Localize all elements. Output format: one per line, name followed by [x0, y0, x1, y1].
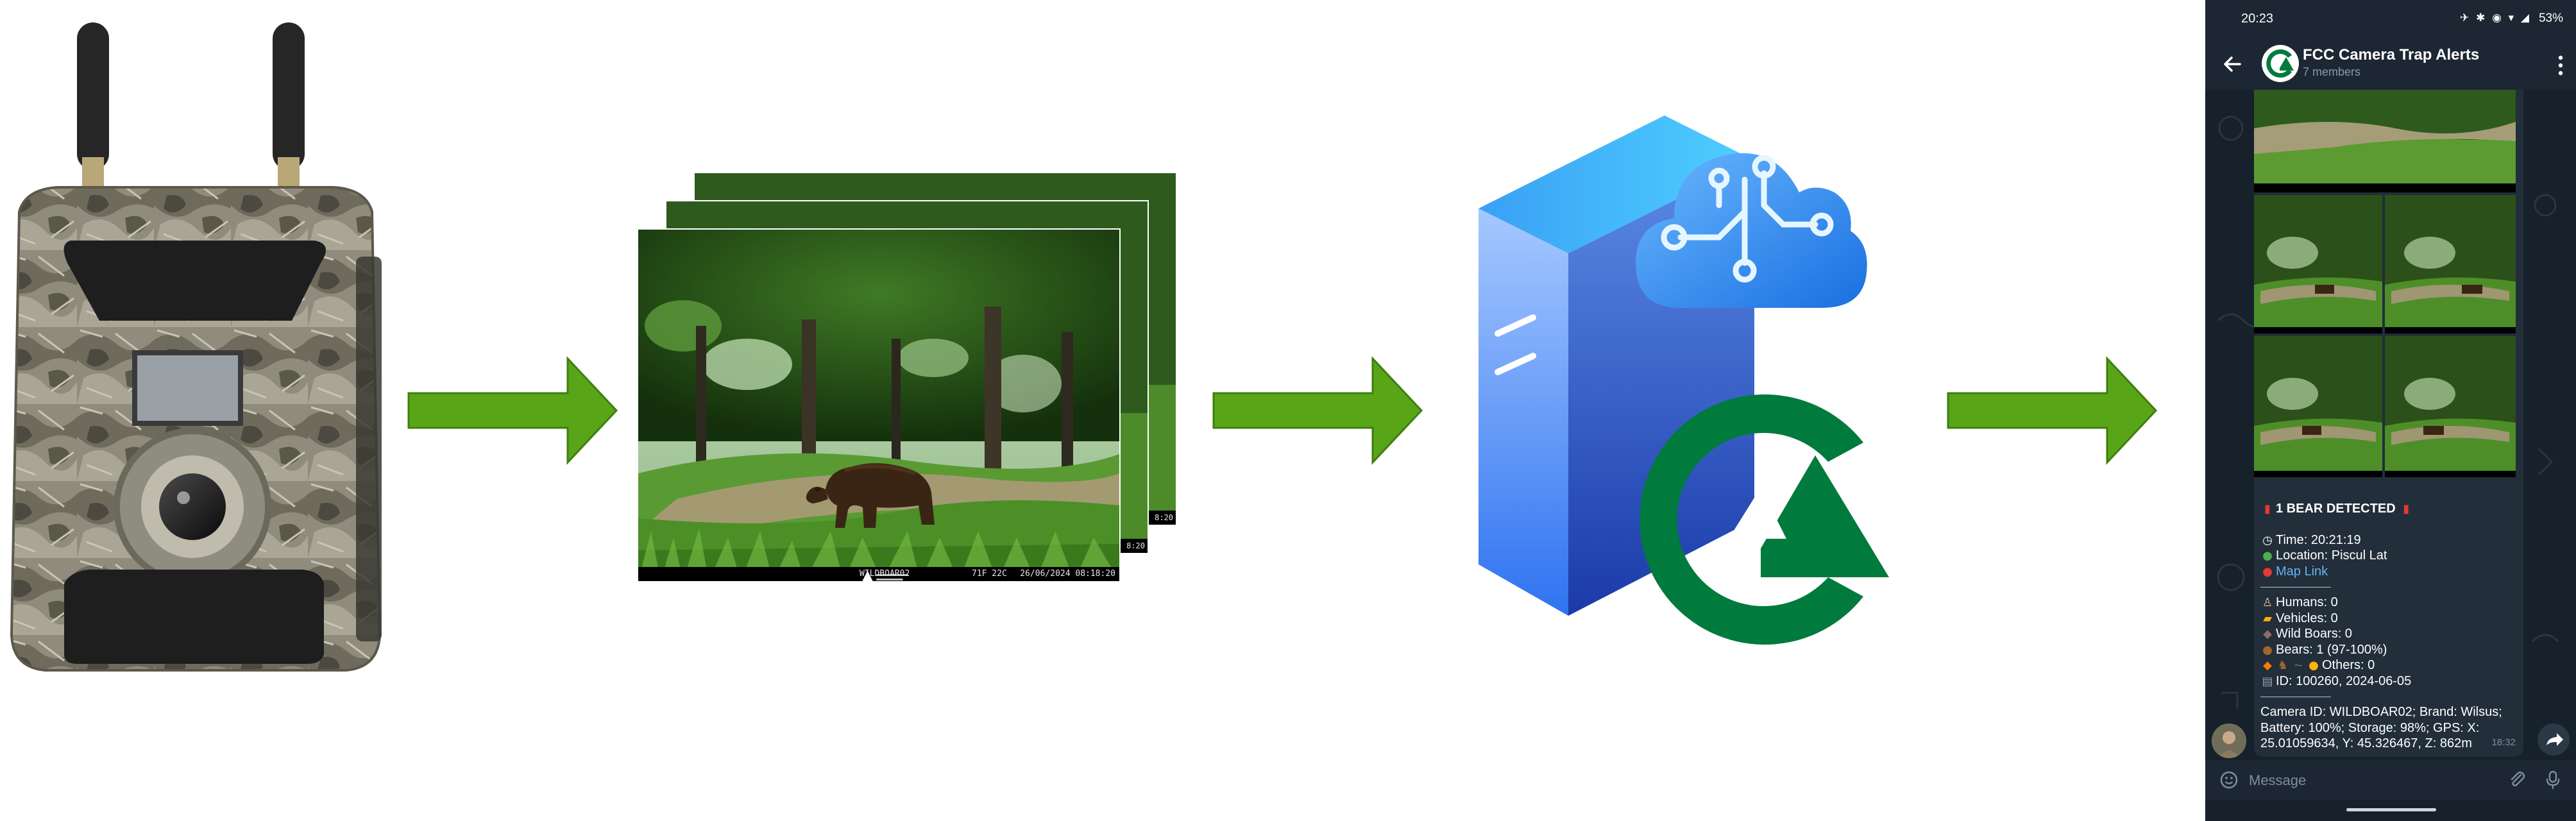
others-count: ◆♞~●Others: 0 [2260, 657, 2517, 673]
more-vertical-icon[interactable] [2553, 53, 2568, 78]
photo-temperature: 71F 22C [972, 569, 1007, 579]
paperclip-icon[interactable] [2507, 769, 2527, 790]
event-id: ▤ID: 100260, 2024-06-05 [2260, 673, 2517, 690]
status-time: 20:23 [2241, 12, 2274, 26]
bears-count: ●Bears: 1 (97-100%) [2260, 642, 2517, 658]
camera-info: Camera ID: WILDBOAR02; Brand: Wilsus; Ba… [2260, 705, 2502, 750]
trap-brand-logo [862, 570, 908, 581]
right-arrow-icon [1212, 356, 1423, 465]
battery-level: 53% [2538, 12, 2563, 25]
map-link-row: ●Map Link [2260, 564, 2517, 580]
microphone-icon[interactable] [2543, 769, 2563, 790]
flow-arrow [1947, 356, 2158, 465]
right-arrow-icon [407, 356, 618, 465]
home-indicator [2346, 808, 2436, 811]
globe-icon: ● [2262, 549, 2273, 563]
chat-member-count: 7 members [2303, 65, 2361, 78]
alert-heading: ▮1 BEAR DETECTED ▮ [2260, 501, 2517, 517]
album-photo[interactable] [2385, 195, 2516, 334]
message-time: 18:32 [2491, 737, 2516, 748]
status-bar: 20:23 ✈ ✱ ◉ ▾ ◢ 53% [2205, 0, 2576, 38]
humans-count: ♙Humans: 0 [2260, 595, 2517, 611]
lion-icon: ● [2309, 659, 2319, 672]
chat-header: FCC Camera Trap Alerts 7 members [2205, 38, 2576, 90]
photo-timestamp: 26/06/2024 08:18:20 [1020, 569, 1115, 579]
vehicles-count: ▰Vehicles: 0 [2260, 611, 2517, 627]
album-photo[interactable] [2254, 195, 2382, 334]
id-card-icon: ▤ [2262, 674, 2273, 688]
fox-icon: ◆ [2263, 659, 2272, 672]
camera-trap-device [0, 19, 391, 686]
trap-photo-bear: WILDBOAR02 71F 22C 26/06/2024 08:18:20 [638, 230, 1119, 581]
cloud-circuit-icon [1629, 135, 1873, 314]
flow-arrow [407, 356, 619, 465]
share-icon [2546, 733, 2563, 746]
message-photo-album [2254, 90, 2523, 485]
sender-avatar[interactable] [2212, 724, 2246, 758]
flow-arrow [1212, 356, 1424, 465]
photo-timestamp: 8:20 [1126, 541, 1145, 550]
message-text: ▮1 BEAR DETECTED ▮ ◷Time: 20:21:19 ●Loca… [2260, 485, 2517, 752]
phone-screen: 20:23 ✈ ✱ ◉ ▾ ◢ 53% FCC Camera Trap Aler… [2205, 0, 2576, 821]
message-input-bar [2205, 760, 2576, 800]
boar-icon: ◆ [2263, 627, 2272, 641]
emoji-icon[interactable] [2219, 770, 2239, 790]
photo-camera-label: WILDBOAR02 [860, 569, 910, 579]
person-icon: ♙ [2262, 596, 2273, 609]
weasel-icon: ~ [2293, 659, 2303, 672]
album-photo[interactable] [2254, 90, 2516, 192]
album-photo[interactable] [2385, 336, 2516, 477]
deer-icon: ♞ [2277, 659, 2289, 672]
bear-icon: ● [2262, 643, 2273, 657]
detection-time: ◷Time: 20:21:19 [2260, 532, 2517, 548]
alert-message[interactable]: ▮1 BEAR DETECTED ▮ ◷Time: 20:21:19 ●Loca… [2254, 90, 2523, 757]
album-photo[interactable] [2254, 336, 2382, 477]
divider [2260, 587, 2331, 588]
chat-background-pattern [2217, 115, 2559, 709]
alarm-icon: ▮ [2403, 502, 2410, 516]
car-icon: ▰ [2263, 611, 2272, 625]
message-input[interactable] [2248, 769, 2455, 792]
pin-icon: ● [2262, 564, 2273, 579]
detection-location: ●Location: Piscul Lat [2260, 548, 2517, 564]
chat-avatar[interactable] [2262, 45, 2299, 82]
company-logo [1632, 385, 1895, 654]
right-arrow-icon [1947, 356, 2158, 465]
map-link[interactable]: Map Link [2276, 564, 2328, 579]
share-button[interactable] [2538, 724, 2570, 756]
alarm-icon: ▮ [2264, 502, 2271, 516]
trap-photo-stack: 8:20 8:20 [638, 173, 1177, 590]
clock-icon: ◷ [2262, 533, 2273, 547]
company-logo [2266, 49, 2294, 78]
status-icons: ✈ ✱ ◉ ▾ ◢ [2460, 12, 2531, 24]
back-arrow-icon[interactable] [2221, 53, 2244, 76]
photo-timestamp: 8:20 [1155, 513, 1173, 522]
chat-title[interactable]: FCC Camera Trap Alerts [2303, 46, 2480, 63]
wild-boars-count: ◆Wild Boars: 0 [2260, 626, 2517, 642]
